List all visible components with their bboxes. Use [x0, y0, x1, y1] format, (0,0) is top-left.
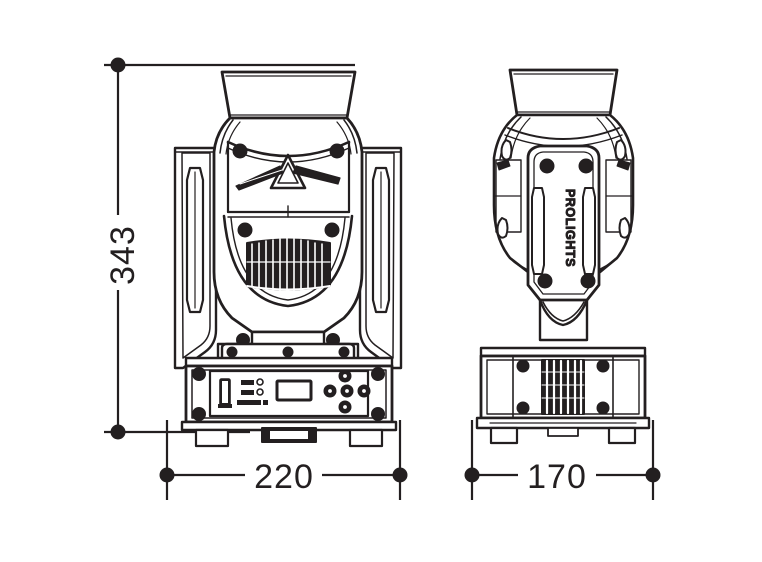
vent-grille-body: [541, 359, 585, 415]
head-screw-lower-left: [237, 222, 253, 238]
side-yoke-screw-lr: [580, 273, 596, 289]
side-view: PROLIGHTS: [475, 68, 651, 445]
side-yoke-slot-right: [582, 187, 596, 275]
base-bottom-lip: [180, 420, 398, 432]
side-base-screw-br: [596, 401, 610, 415]
side-foot-right: [607, 426, 637, 445]
button-left-dot: [327, 388, 333, 394]
head-lens-hood: [220, 70, 357, 120]
head-screw-upper-left: [232, 143, 248, 159]
base-screw-bl: [192, 407, 206, 421]
head-shoulder-right: [343, 119, 358, 154]
side-base-screw-tr: [596, 359, 610, 373]
yoke-arm-left-inner: [181, 152, 211, 359]
side-lens-hood: [508, 68, 619, 117]
dimension-label-height: 343: [104, 225, 142, 285]
side-yoke-screw-ur: [578, 158, 594, 174]
prism-beam-right: [292, 165, 341, 185]
lcd-display[interactable]: [275, 379, 313, 402]
pan-plate-screw-tc: [282, 346, 294, 358]
usb-port-slot: [222, 381, 228, 403]
dim-endpoint-220-left: [159, 467, 175, 483]
side-base-vent-grille: [541, 359, 585, 415]
dim-endpoint-170-right: [645, 467, 661, 483]
base-foot-right: [348, 428, 384, 448]
side-foot-center: [547, 427, 579, 437]
dimension-label-width-front: 220: [254, 458, 314, 496]
brand-logo-side: PROLIGHTS: [563, 189, 577, 267]
pan-plate-screw-tr: [338, 346, 350, 358]
button-down-dot: [342, 404, 348, 410]
dim-endpoint-170-left: [464, 467, 480, 483]
side-base-screw-bl: [516, 401, 530, 415]
connector-2-led: [256, 388, 264, 396]
connector-group[interactable]: [237, 378, 268, 405]
side-head-panel-left: [495, 159, 522, 233]
dim-endpoint-top: [110, 57, 126, 73]
dim-endpoint-220-right: [392, 467, 408, 483]
side-yoke-arm: [526, 144, 601, 302]
pan-plate-screw-tl: [226, 346, 238, 358]
side-yoke-screw-ll: [537, 273, 553, 289]
head-shoulder-left-2: [225, 121, 241, 155]
base-foot-left: [194, 428, 230, 448]
side-head-band: [507, 127, 620, 140]
base-screw-tl: [192, 367, 206, 381]
connector-3[interactable]: [237, 400, 261, 405]
connector-2[interactable]: [241, 390, 254, 395]
button-right-dot: [361, 388, 367, 394]
dim-endpoint-bottom: [110, 424, 126, 440]
side-yoke-screw-ul: [539, 158, 555, 174]
side-vent-mark-right: [616, 159, 631, 171]
base-screw-br: [371, 407, 385, 421]
side-base-screw-tl: [516, 359, 530, 373]
base-center-connector-slot: [270, 431, 308, 439]
head-shoulder-left: [219, 119, 234, 154]
heatsink-bottom-edge: [246, 285, 331, 291]
side-base-unit: [475, 346, 651, 445]
side-hook-lower-left: [496, 217, 509, 239]
front-view: [173, 70, 403, 448]
side-yoke-slot-left: [531, 187, 545, 275]
head-lower-shroud: [222, 214, 354, 308]
side-hook-upper-left: [500, 139, 513, 161]
prism-beam-left-highlight: [239, 169, 283, 185]
side-vent-mark-left: [496, 159, 511, 171]
head-shoulder-right-2: [336, 121, 352, 155]
base-screw-tr: [371, 367, 385, 381]
connector-1[interactable]: [241, 380, 254, 385]
button-enter-dot: [344, 388, 350, 394]
head-lower-shroud-2: [230, 217, 346, 301]
base-unit: [180, 356, 398, 448]
yoke-assembly: [173, 146, 403, 370]
head-screw-upper-right: [329, 143, 345, 159]
side-yoke-neck-inner: [542, 301, 585, 322]
usb-port-base: [218, 404, 232, 408]
connector-1-led: [256, 378, 264, 386]
dimension-endpoints: [110, 57, 661, 483]
side-yoke-neck: [538, 298, 589, 342]
heatsink-grille: [246, 237, 331, 292]
side-foot-left: [489, 426, 519, 445]
head-screw-lower-right: [324, 222, 340, 238]
dimension-label-width-side: 170: [527, 458, 587, 496]
button-up-dot: [342, 373, 348, 379]
dimension-lines: [104, 63, 655, 500]
connector-3-pin: [263, 400, 268, 405]
side-hook-upper-right: [614, 139, 627, 161]
side-hook-lower-right: [618, 217, 631, 239]
yoke-arm-right-inner: [365, 152, 395, 359]
prism-graphic: [235, 153, 341, 191]
